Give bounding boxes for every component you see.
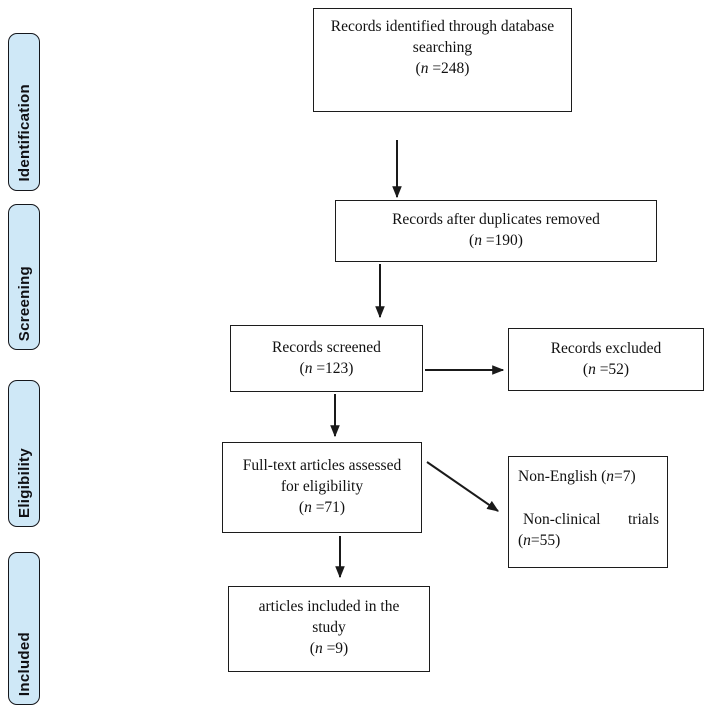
box-duplicates-removed: Records after duplicates removed (n =190… bbox=[335, 200, 657, 262]
box-fulltext-assessed: Full-text articles assessed for eligibil… bbox=[222, 442, 422, 533]
arrow-fulltext-to-reasons bbox=[426, 461, 499, 512]
stage-included: Included bbox=[8, 552, 40, 705]
count-line: (n =71) bbox=[223, 498, 421, 519]
box-text-line: Records after duplicates removed bbox=[392, 211, 600, 229]
stage-identification-label: Identification bbox=[15, 84, 33, 182]
stage-screening: Screening bbox=[8, 204, 40, 350]
count-post: =9) bbox=[322, 639, 349, 657]
stage-identification: Identification bbox=[8, 33, 40, 191]
count-line: (n =52) bbox=[509, 360, 703, 381]
n-symbol: n bbox=[474, 232, 482, 249]
box-text-line: Records excluded bbox=[550, 339, 662, 357]
n-symbol: n bbox=[304, 498, 312, 516]
count-line: (n =123) bbox=[231, 359, 422, 380]
count-line: (n =190) bbox=[336, 231, 656, 252]
box-articles-included: articles included in the study (n =9) bbox=[228, 586, 430, 672]
count-pre: ( bbox=[299, 359, 305, 377]
box-text-line: Records identified through database bbox=[330, 18, 555, 35]
box-records-excluded: Records excluded (n =52) bbox=[508, 328, 704, 391]
box-text-line: for eligibility bbox=[280, 478, 364, 496]
count-post: =55) bbox=[530, 531, 561, 549]
n-symbol: n bbox=[523, 531, 531, 549]
box-records-screened: Records screened (n =123) bbox=[230, 325, 423, 392]
reason-line-non-clinical: Non-clinical trials bbox=[518, 510, 659, 531]
count-pre: ( bbox=[415, 59, 421, 77]
reason-line-non-english: Non-English (n=7) bbox=[518, 467, 659, 488]
count-post: =7) bbox=[614, 468, 636, 485]
box-exclusion-reasons: Non-English (n=7) Non-clinical trials (n… bbox=[508, 456, 668, 568]
count-pre: ( bbox=[309, 639, 315, 657]
box-text-line: searching bbox=[412, 38, 473, 56]
count-post: =123) bbox=[312, 359, 354, 377]
count-post: =190) bbox=[481, 232, 523, 249]
stage-screening-label: Screening bbox=[15, 265, 33, 341]
count-pre: Non-English ( bbox=[518, 468, 607, 485]
box-text-line: study bbox=[312, 618, 346, 636]
count-pre: ( bbox=[582, 360, 589, 378]
n-symbol: n bbox=[314, 639, 323, 657]
stage-included-label: Included bbox=[15, 631, 33, 696]
box-text-line: Full-text articles assessed bbox=[242, 457, 402, 475]
count-pre: ( bbox=[469, 232, 475, 249]
box-text-line: articles included in the bbox=[258, 598, 400, 615]
reason-line-count: (n=55) bbox=[518, 531, 659, 552]
n-symbol: n bbox=[606, 468, 615, 485]
count-pre: ( bbox=[298, 498, 305, 516]
stage-eligibility-label: Eligibility bbox=[15, 448, 33, 518]
count-line: (n =248) bbox=[314, 59, 571, 80]
reason-word: Non-clinical bbox=[523, 510, 601, 528]
box-text-line: Records screened bbox=[272, 338, 381, 356]
n-symbol: n bbox=[420, 59, 429, 77]
count-pre: ( bbox=[518, 531, 524, 549]
count-line: (n =9) bbox=[229, 639, 429, 660]
n-symbol: n bbox=[304, 359, 313, 377]
reason-word: trials bbox=[628, 510, 659, 528]
box-records-identified: Records identified through database sear… bbox=[313, 8, 572, 112]
count-post: =71) bbox=[311, 498, 346, 516]
count-post: =52) bbox=[595, 360, 630, 378]
n-symbol: n bbox=[588, 360, 596, 378]
stage-eligibility: Eligibility bbox=[8, 380, 40, 527]
count-post: =248) bbox=[428, 59, 470, 77]
